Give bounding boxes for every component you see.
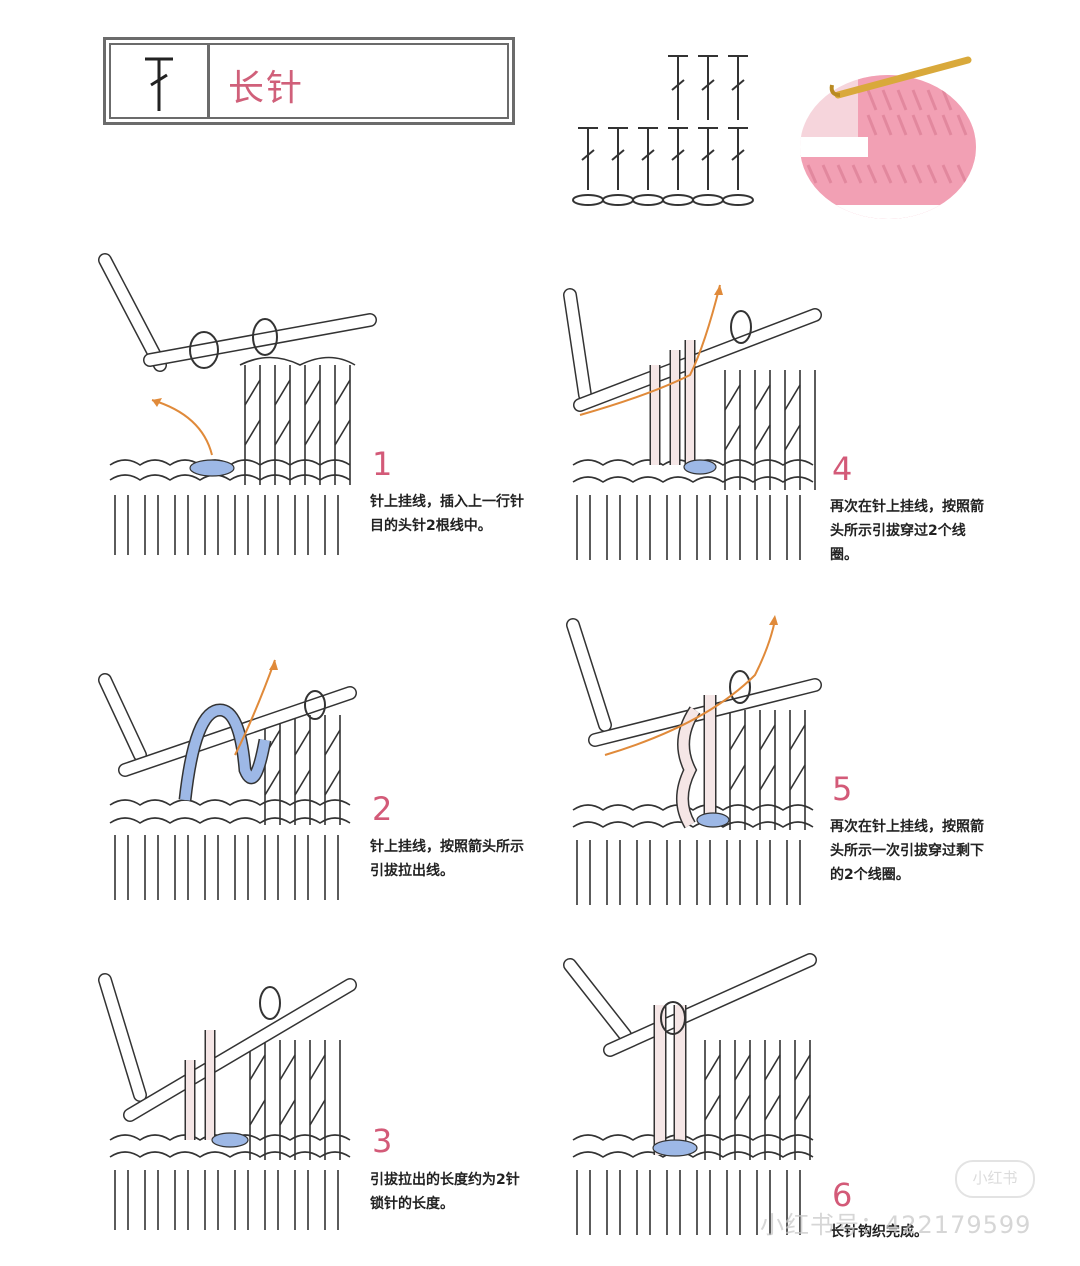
step-5-illustration: [566, 615, 822, 905]
step-number: 2: [372, 790, 393, 828]
symbol-cell: [111, 45, 210, 117]
step-number: 3: [372, 1122, 393, 1160]
step-description: 再次在针上挂线，按照箭头所示一次引拔穿过剩下的2个线圈。: [830, 819, 984, 883]
title-cell: 长针: [210, 45, 507, 117]
step-2-illustration: [98, 659, 357, 900]
stitch-chart-diagram: [572, 55, 754, 206]
step-number: 4: [832, 450, 853, 488]
step-description: 针上挂线，按照箭头所示引拔拉出线。: [370, 839, 524, 879]
step-description: 长针钩织完成。: [830, 1224, 928, 1240]
step-1-illustration: [98, 253, 377, 555]
step-4-illustration: [563, 284, 822, 560]
step-number: 1: [372, 445, 393, 483]
step-6-illustration: [563, 953, 817, 1235]
double-crochet-symbol-icon: [145, 57, 173, 111]
step-number: 5: [832, 770, 853, 808]
swatch-photo: [800, 56, 976, 219]
watermark-badge: 小红书: [955, 1160, 1035, 1198]
step-3-illustration: [98, 973, 357, 1230]
step-description: 再次在针上挂线，按照箭头所示引拔穿过2个线圈。: [830, 499, 984, 563]
title-box: 长针: [103, 37, 515, 125]
step-description: 针上挂线，插入上一行针目的头针2根线中。: [370, 494, 524, 534]
step-description: 引拔拉出的长度约为2针锁针的长度。: [370, 1172, 520, 1212]
step-number: 6: [832, 1176, 853, 1214]
page-title: 长针: [228, 68, 305, 109]
watermark-id: 小红书号：422179599: [760, 1211, 1032, 1239]
